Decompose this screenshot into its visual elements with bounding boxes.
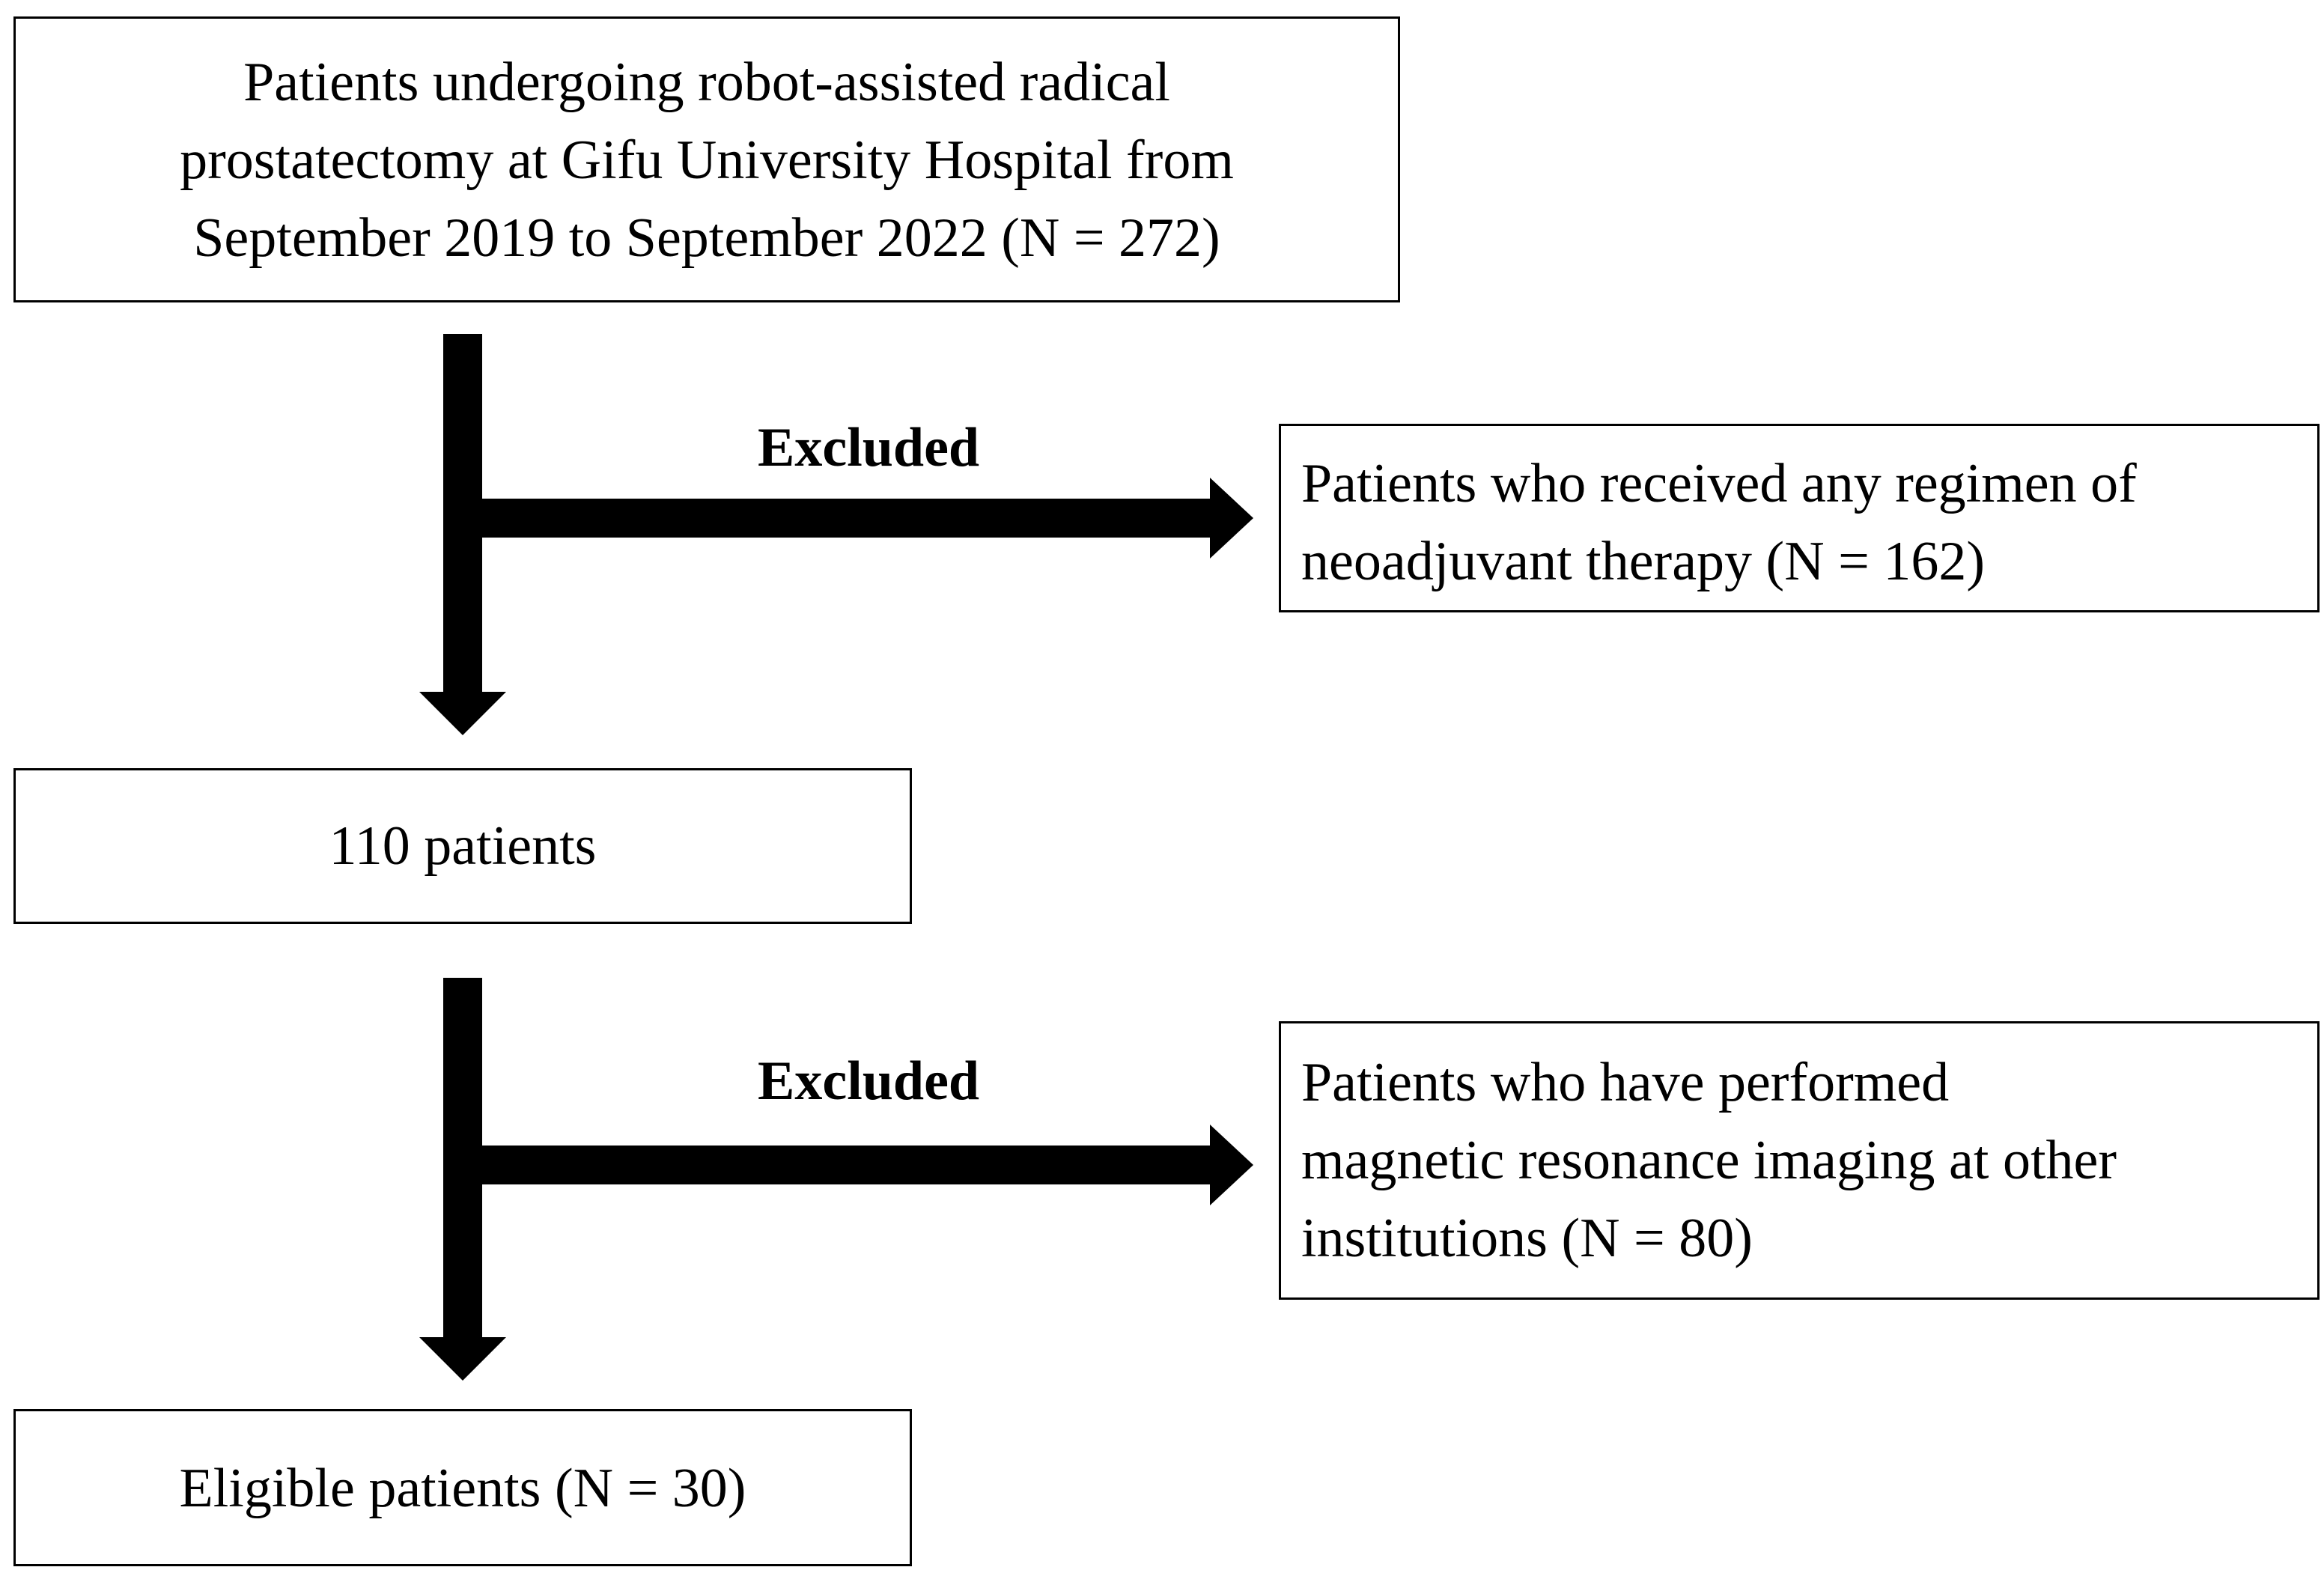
right-arrow-head-1 (1210, 478, 1253, 559)
intermediate-count-box (13, 768, 912, 924)
excluded-label-2: Excluded (758, 1050, 980, 1112)
source-box-line-3: September 2019 to September 2022 (N = 27… (193, 207, 1220, 269)
exclusion-2-line-1: Patients who have performed (1301, 1052, 1950, 1113)
eligible-patients-box (13, 1409, 912, 1566)
source-box-line-2: prostatectomy at Gifu University Hospita… (180, 130, 1234, 191)
exclusion-2-line-3: institutions (N = 80) (1301, 1208, 1753, 1269)
source-population-box (13, 16, 1400, 302)
exclusion-box-neoadjuvant (1279, 424, 2320, 612)
exclusion-1-line-1: Patients who received any regimen of (1301, 453, 2137, 514)
source-box-line-1: Patients undergoing robot-assisted radic… (243, 52, 1170, 113)
eligible-patients-text: Eligible patients (N = 30) (179, 1458, 746, 1519)
right-arrow-shaft-2 (463, 1146, 1213, 1184)
exclusion-1-line-2: neoadjuvant therapy (N = 162) (1301, 531, 1986, 592)
right-arrow-head-2 (1210, 1125, 1253, 1205)
exclusion-2-line-2: magnetic resonance imaging at other (1301, 1130, 2117, 1191)
intermediate-count-text: 110 patients (329, 815, 597, 877)
excluded-label-1: Excluded (758, 417, 980, 478)
down-arrow-head-1 (419, 692, 506, 735)
right-arrow-shaft-1 (463, 499, 1213, 538)
exclusion-box-external-mri (1279, 1021, 2320, 1300)
down-arrow-head-2 (419, 1337, 506, 1381)
